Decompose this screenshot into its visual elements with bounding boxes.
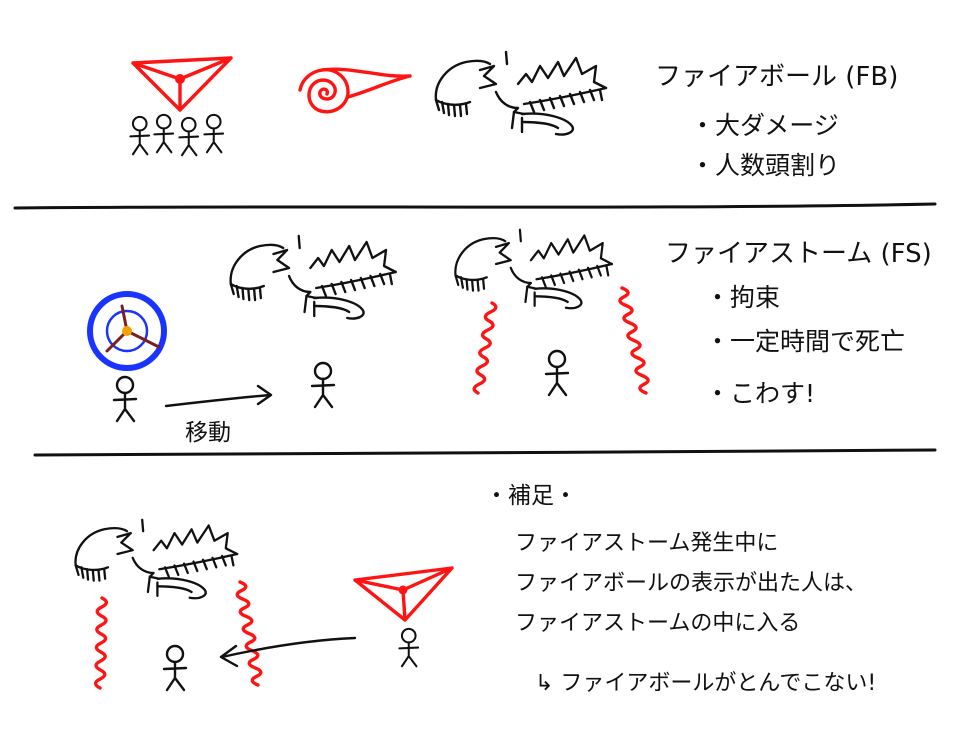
red-triangle-marker-icon xyxy=(353,566,454,622)
fireball-note: ・大ダメージ xyxy=(690,111,839,140)
supplement-line: ファイアボールの表示が出た人は、 xyxy=(515,571,867,596)
supplement-line: ファイアストーム発生中に xyxy=(515,531,778,556)
fireball-note: ・人数頭割り xyxy=(690,151,840,180)
dragon-icon xyxy=(229,234,397,320)
stick-figure-icon xyxy=(162,644,188,692)
aoe-outer-ring xyxy=(87,291,167,371)
stick-figure-icon xyxy=(129,115,151,156)
section-divider xyxy=(13,202,937,210)
triangle-center-dot xyxy=(398,585,408,595)
stick-figure-icon xyxy=(398,627,420,668)
fireball-section: ファイアボール (FB) ・大ダメージ ・人数頭割り xyxy=(129,50,898,180)
triangle-center-dot xyxy=(175,74,185,84)
move-label: 移動 xyxy=(185,420,231,446)
firestorm-title: ファイアストーム (FS) xyxy=(665,239,932,269)
party-stack xyxy=(129,113,225,157)
supplement-heading: ・補足・ xyxy=(485,483,577,509)
fire-wall-icon xyxy=(235,580,263,687)
firestorm-note: ・一定時間で死亡 xyxy=(705,327,905,356)
stick-figure-icon xyxy=(203,113,225,154)
red-triangle-marker-icon xyxy=(131,56,233,112)
firestorm-section: 移動 ファイアストーム (FS) ・拘束 ・一定時間で死亡 ・こわす! xyxy=(87,228,932,446)
stick-figure-icon xyxy=(310,361,336,409)
stick-figure-icon xyxy=(178,116,200,157)
dragon-icon xyxy=(74,518,239,600)
stick-figure-icon xyxy=(153,113,175,154)
dragon-icon xyxy=(434,50,608,136)
fire-wall-icon xyxy=(618,286,650,395)
triangle-outline xyxy=(131,56,233,112)
triangle-outline xyxy=(353,566,454,622)
fireball-spiral-icon xyxy=(298,67,412,114)
firestorm-note: ・こわす! xyxy=(705,379,815,408)
arrow-icon xyxy=(219,636,357,668)
dragon-icon xyxy=(454,228,614,310)
supplement-section: ・補足・ ファイアストーム発生中に ファイアボールの表示が出た人は、 ファイアス… xyxy=(74,483,876,696)
fireball-spiral xyxy=(298,68,350,114)
arrow-icon xyxy=(164,384,273,408)
stick-figure-icon xyxy=(544,349,570,397)
fireball-tail xyxy=(320,67,412,99)
stick-figure-icon xyxy=(112,375,138,423)
blue-circle-marker-icon xyxy=(87,291,167,371)
fire-wall-icon xyxy=(93,596,109,690)
aoe-center-dot xyxy=(122,326,132,336)
aoe-inner-ring xyxy=(105,309,149,353)
supplement-result: ↳ ファイアボールがとんでこない! xyxy=(535,671,876,696)
supplement-line: ファイアストームの中に入る xyxy=(515,611,800,636)
fireball-title: ファイアボール (FB) xyxy=(655,62,898,92)
firestorm-note: ・拘束 xyxy=(705,283,780,312)
section-divider xyxy=(33,448,937,457)
fire-wall-icon xyxy=(472,301,498,395)
